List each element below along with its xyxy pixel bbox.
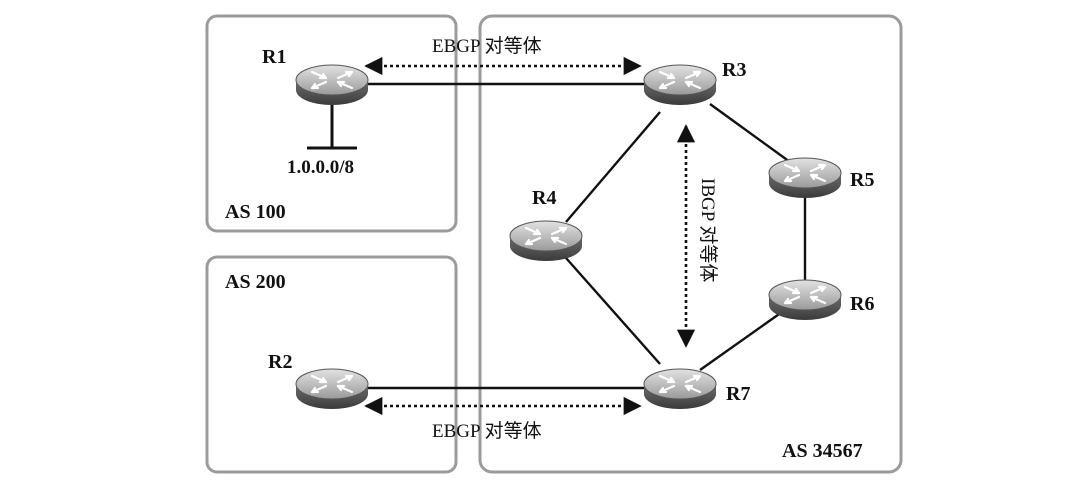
router-icon	[642, 367, 718, 411]
router-r6	[767, 278, 843, 322]
network-prefix-label: 1.0.0.0/8	[287, 157, 354, 178]
router-label-r7: R7	[726, 383, 750, 405]
router-icon	[642, 63, 718, 107]
as-label-100: AS 100	[225, 201, 286, 223]
as-box-200	[205, 255, 458, 474]
router-r1	[294, 63, 370, 107]
router-label-r3: R3	[722, 59, 746, 81]
ibgp-peering-label: IBGP 对等体	[697, 178, 719, 282]
as-box-100	[205, 14, 458, 233]
router-r4	[508, 219, 584, 263]
ebgp-peering-top-label: EBGP 对等体	[432, 35, 542, 57]
as-label-34567: AS 34567	[782, 440, 863, 462]
router-label-r1: R1	[262, 46, 286, 68]
link-r6-r7	[699, 311, 783, 371]
router-label-r4: R4	[532, 187, 556, 209]
router-r2	[294, 367, 370, 411]
router-icon	[767, 278, 843, 322]
router-label-r5: R5	[850, 169, 874, 191]
router-icon	[767, 156, 843, 200]
router-label-r2: R2	[268, 351, 292, 373]
router-r7	[642, 367, 718, 411]
link-r3-r4	[565, 111, 661, 223]
link-r4-r7	[565, 257, 661, 365]
router-icon	[294, 367, 370, 411]
router-icon	[508, 219, 584, 263]
as-label-200: AS 200	[225, 271, 286, 293]
router-label-r6: R6	[850, 293, 874, 315]
physical-links	[332, 82, 807, 390]
ebgp-peering-bottom-label: EBGP 对等体	[432, 420, 542, 442]
link-r3-r5	[709, 103, 791, 163]
as-box-34567	[478, 14, 903, 474]
router-icon	[294, 63, 370, 107]
router-r5	[767, 156, 843, 200]
router-r3	[642, 63, 718, 107]
